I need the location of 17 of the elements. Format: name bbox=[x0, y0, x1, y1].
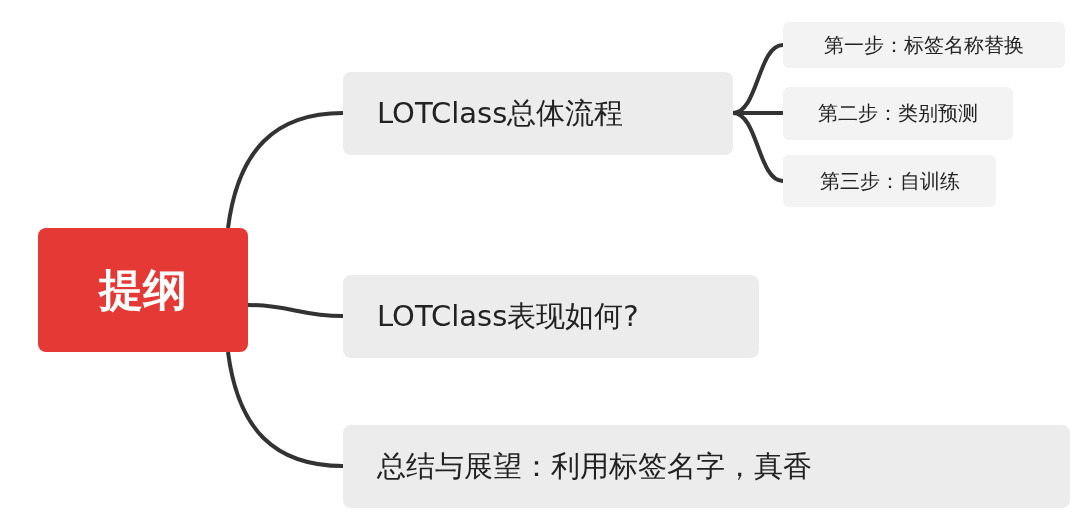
connector-line bbox=[226, 111, 344, 229]
topic-box bbox=[343, 425, 1070, 508]
topic-text: 提纲 bbox=[99, 262, 187, 317]
subtopic-box bbox=[783, 87, 1013, 140]
topic-text: LOTClass总体流程 bbox=[377, 94, 624, 132]
subtopic-box bbox=[783, 22, 1065, 68]
root-topic-box bbox=[38, 228, 248, 352]
topic-text: 总结与展望：利用标签名字，真香 bbox=[377, 447, 812, 485]
topic-text: LOTClass表现如何? bbox=[377, 297, 639, 335]
topic-box bbox=[343, 275, 759, 358]
subtopic-box bbox=[783, 155, 996, 207]
connector-line bbox=[247, 303, 344, 318]
topic-box bbox=[343, 72, 733, 155]
topic-text: 第三步：自训练 bbox=[819, 167, 960, 195]
connector-line bbox=[226, 351, 344, 468]
topic-text: 第一步：标签名称替换 bbox=[824, 31, 1024, 59]
topic-text: 第二步：类别预测 bbox=[818, 100, 978, 127]
